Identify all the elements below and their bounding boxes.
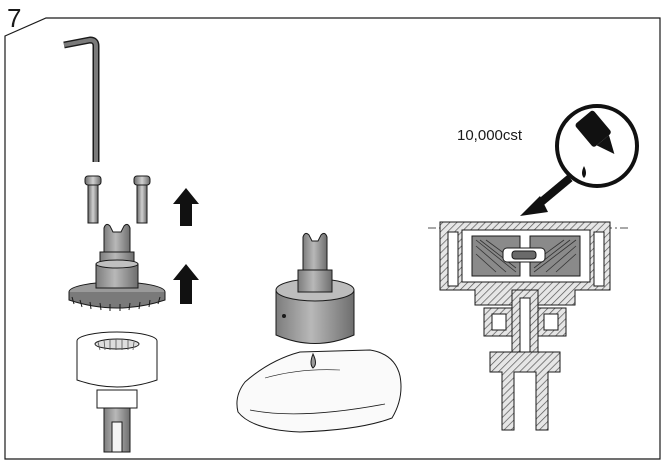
oil-drop (310, 352, 316, 369)
viscosity-label: 10,000cst (457, 127, 523, 144)
hex-key-icon (63, 36, 100, 162)
lower-housing (76, 331, 158, 453)
oil-bottle-icon (555, 104, 639, 188)
cloth (236, 349, 402, 433)
step-frame: 7 (4, 3, 661, 460)
oiled-assembly (236, 232, 402, 433)
arrow-pointer-icon (520, 174, 573, 216)
cross-section: 10,000cst (428, 104, 639, 431)
coupling-gear (68, 223, 166, 311)
screw-icon (84, 175, 151, 224)
arrow-up-icon (173, 188, 199, 304)
exploded-view (63, 36, 199, 453)
step-number: 7 (7, 3, 21, 33)
